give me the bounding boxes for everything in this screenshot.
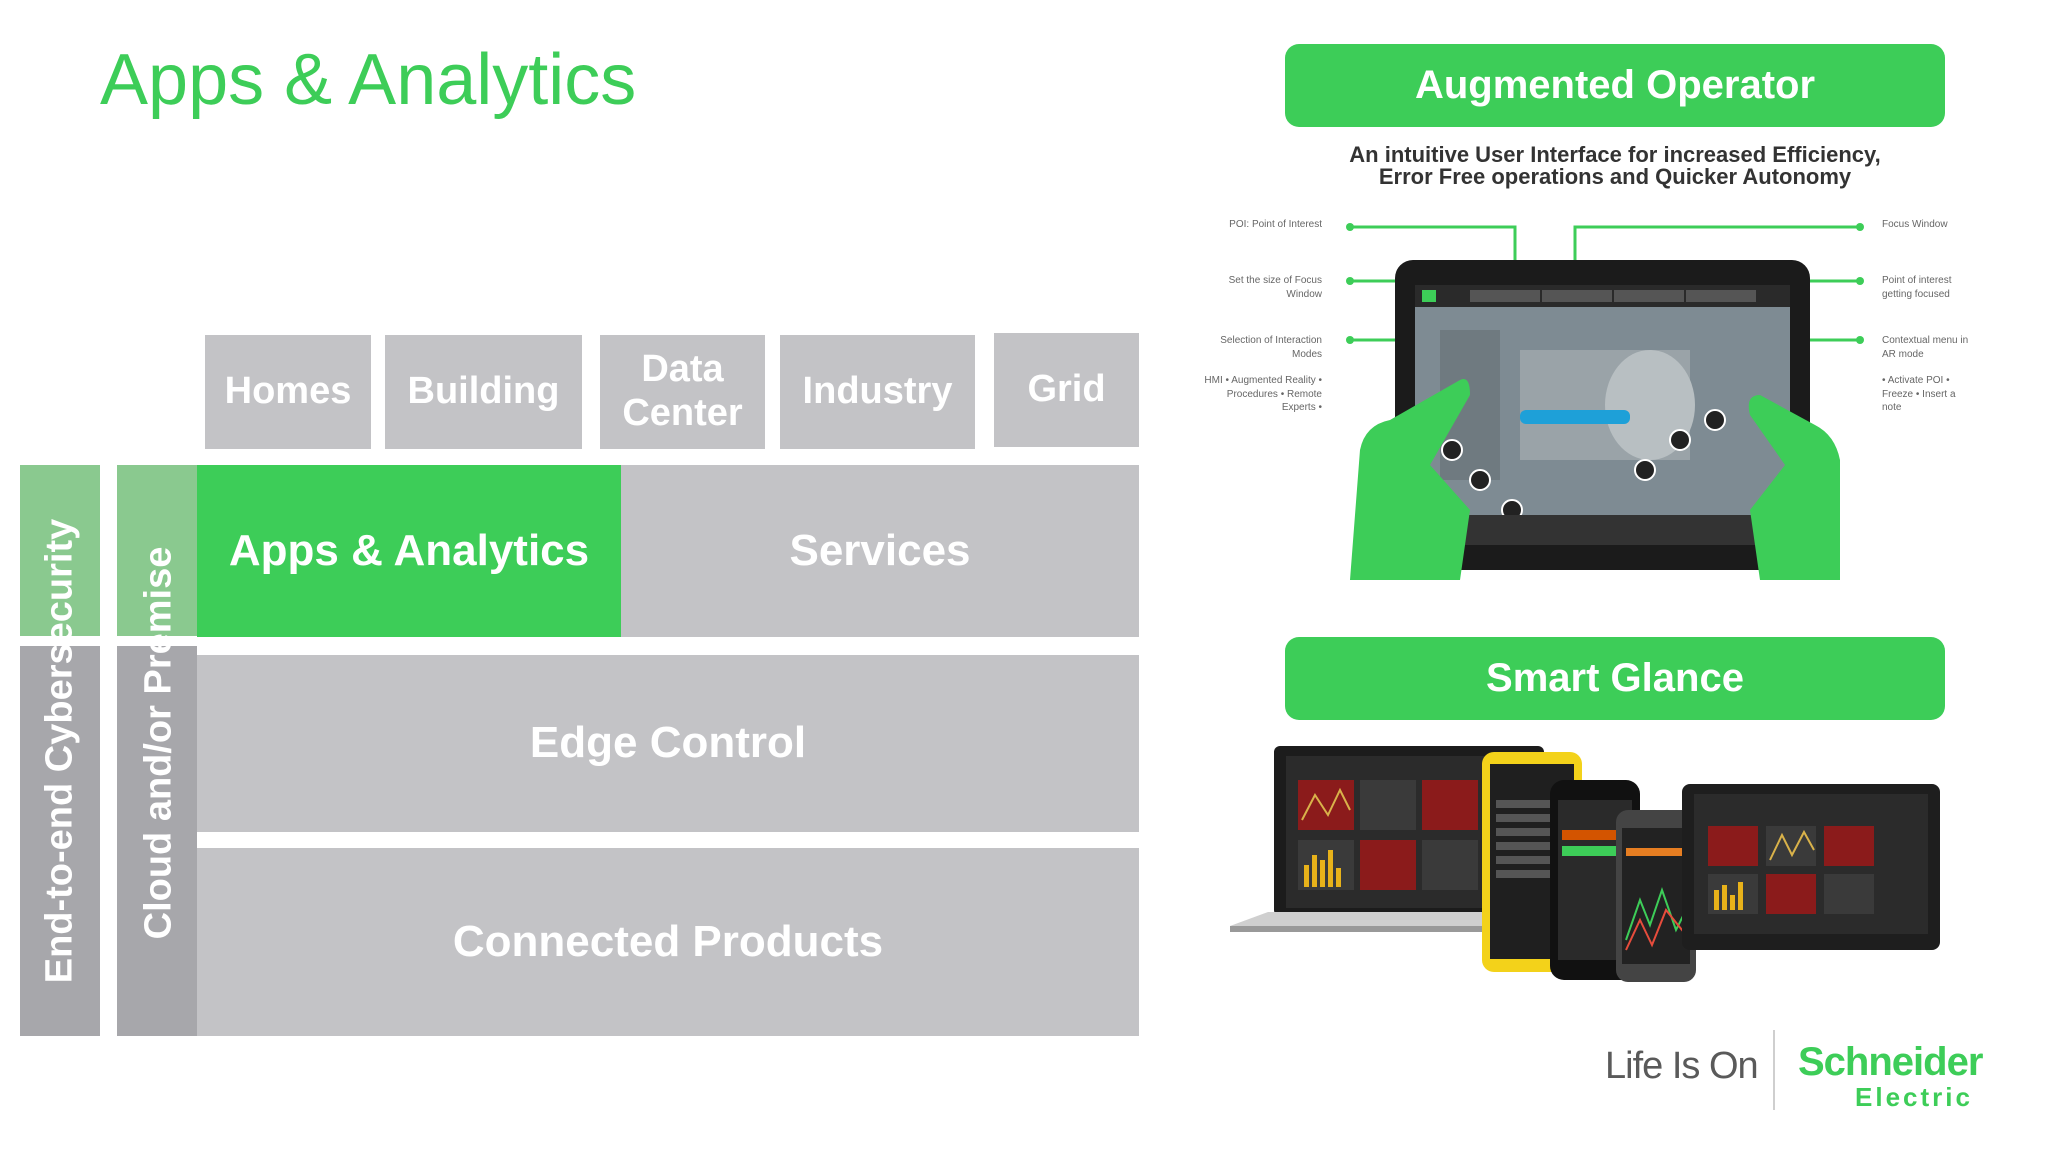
page-title: Apps & Analytics [100, 40, 637, 120]
life-is-on-tagline: Life Is On [1605, 1045, 1759, 1087]
annotation-interaction-modes: Selection of Interaction Modes [1220, 335, 1322, 360]
cybersecurity-label: End-to-end Cybersecurity [38, 518, 81, 983]
connected-products-block: Connected Products [197, 848, 1139, 1036]
segment-building: Building [385, 335, 582, 449]
cloud-premise-bar: Cloud and/or Premise [117, 465, 197, 1036]
annotation-focus-window: Focus Window [1882, 219, 1948, 230]
edge-control-block: Edge Control [197, 655, 1139, 832]
segment-homes: Homes [205, 335, 371, 449]
smart-glance-devices-illustration [1230, 746, 1940, 982]
brand-logo-schneider: Schneider [1798, 1040, 1983, 1084]
footer-divider [1773, 1030, 1775, 1110]
segment-industry: Industry [780, 335, 975, 449]
annotation-focus-size: Set the size of Focus Window [1228, 275, 1322, 300]
brand-logo-electric: Electric [1855, 1082, 1973, 1112]
smart-glance-header: Smart Glance [1285, 637, 1945, 720]
cloud-premise-label: Cloud and/or Premise [137, 546, 180, 939]
segment-grid: Grid [994, 333, 1139, 447]
services-block: Services [621, 465, 1139, 637]
annotation-hmi: HMI • Augmented Reality • Procedures • R… [1204, 375, 1322, 413]
annotation-context-menu: Contextual menu in AR mode [1882, 335, 1969, 360]
ar-tablet-illustration [1346, 223, 1864, 580]
annotation-poi: POI: Point of Interest [1229, 219, 1322, 230]
segment-data-center: Data Center [600, 335, 765, 449]
augmented-operator-header: Augmented Operator [1285, 44, 1945, 127]
annotation-poi-focused: Point of interest getting focused [1882, 275, 1952, 300]
augmented-operator-description: An intuitive User Interface for increase… [1349, 142, 1881, 189]
annotation-actions: • Activate POI • Freeze • Insert a note [1882, 375, 1956, 413]
apps-analytics-block: Apps & Analytics [197, 465, 621, 637]
cybersecurity-bar: End-to-end Cybersecurity [20, 465, 100, 1036]
